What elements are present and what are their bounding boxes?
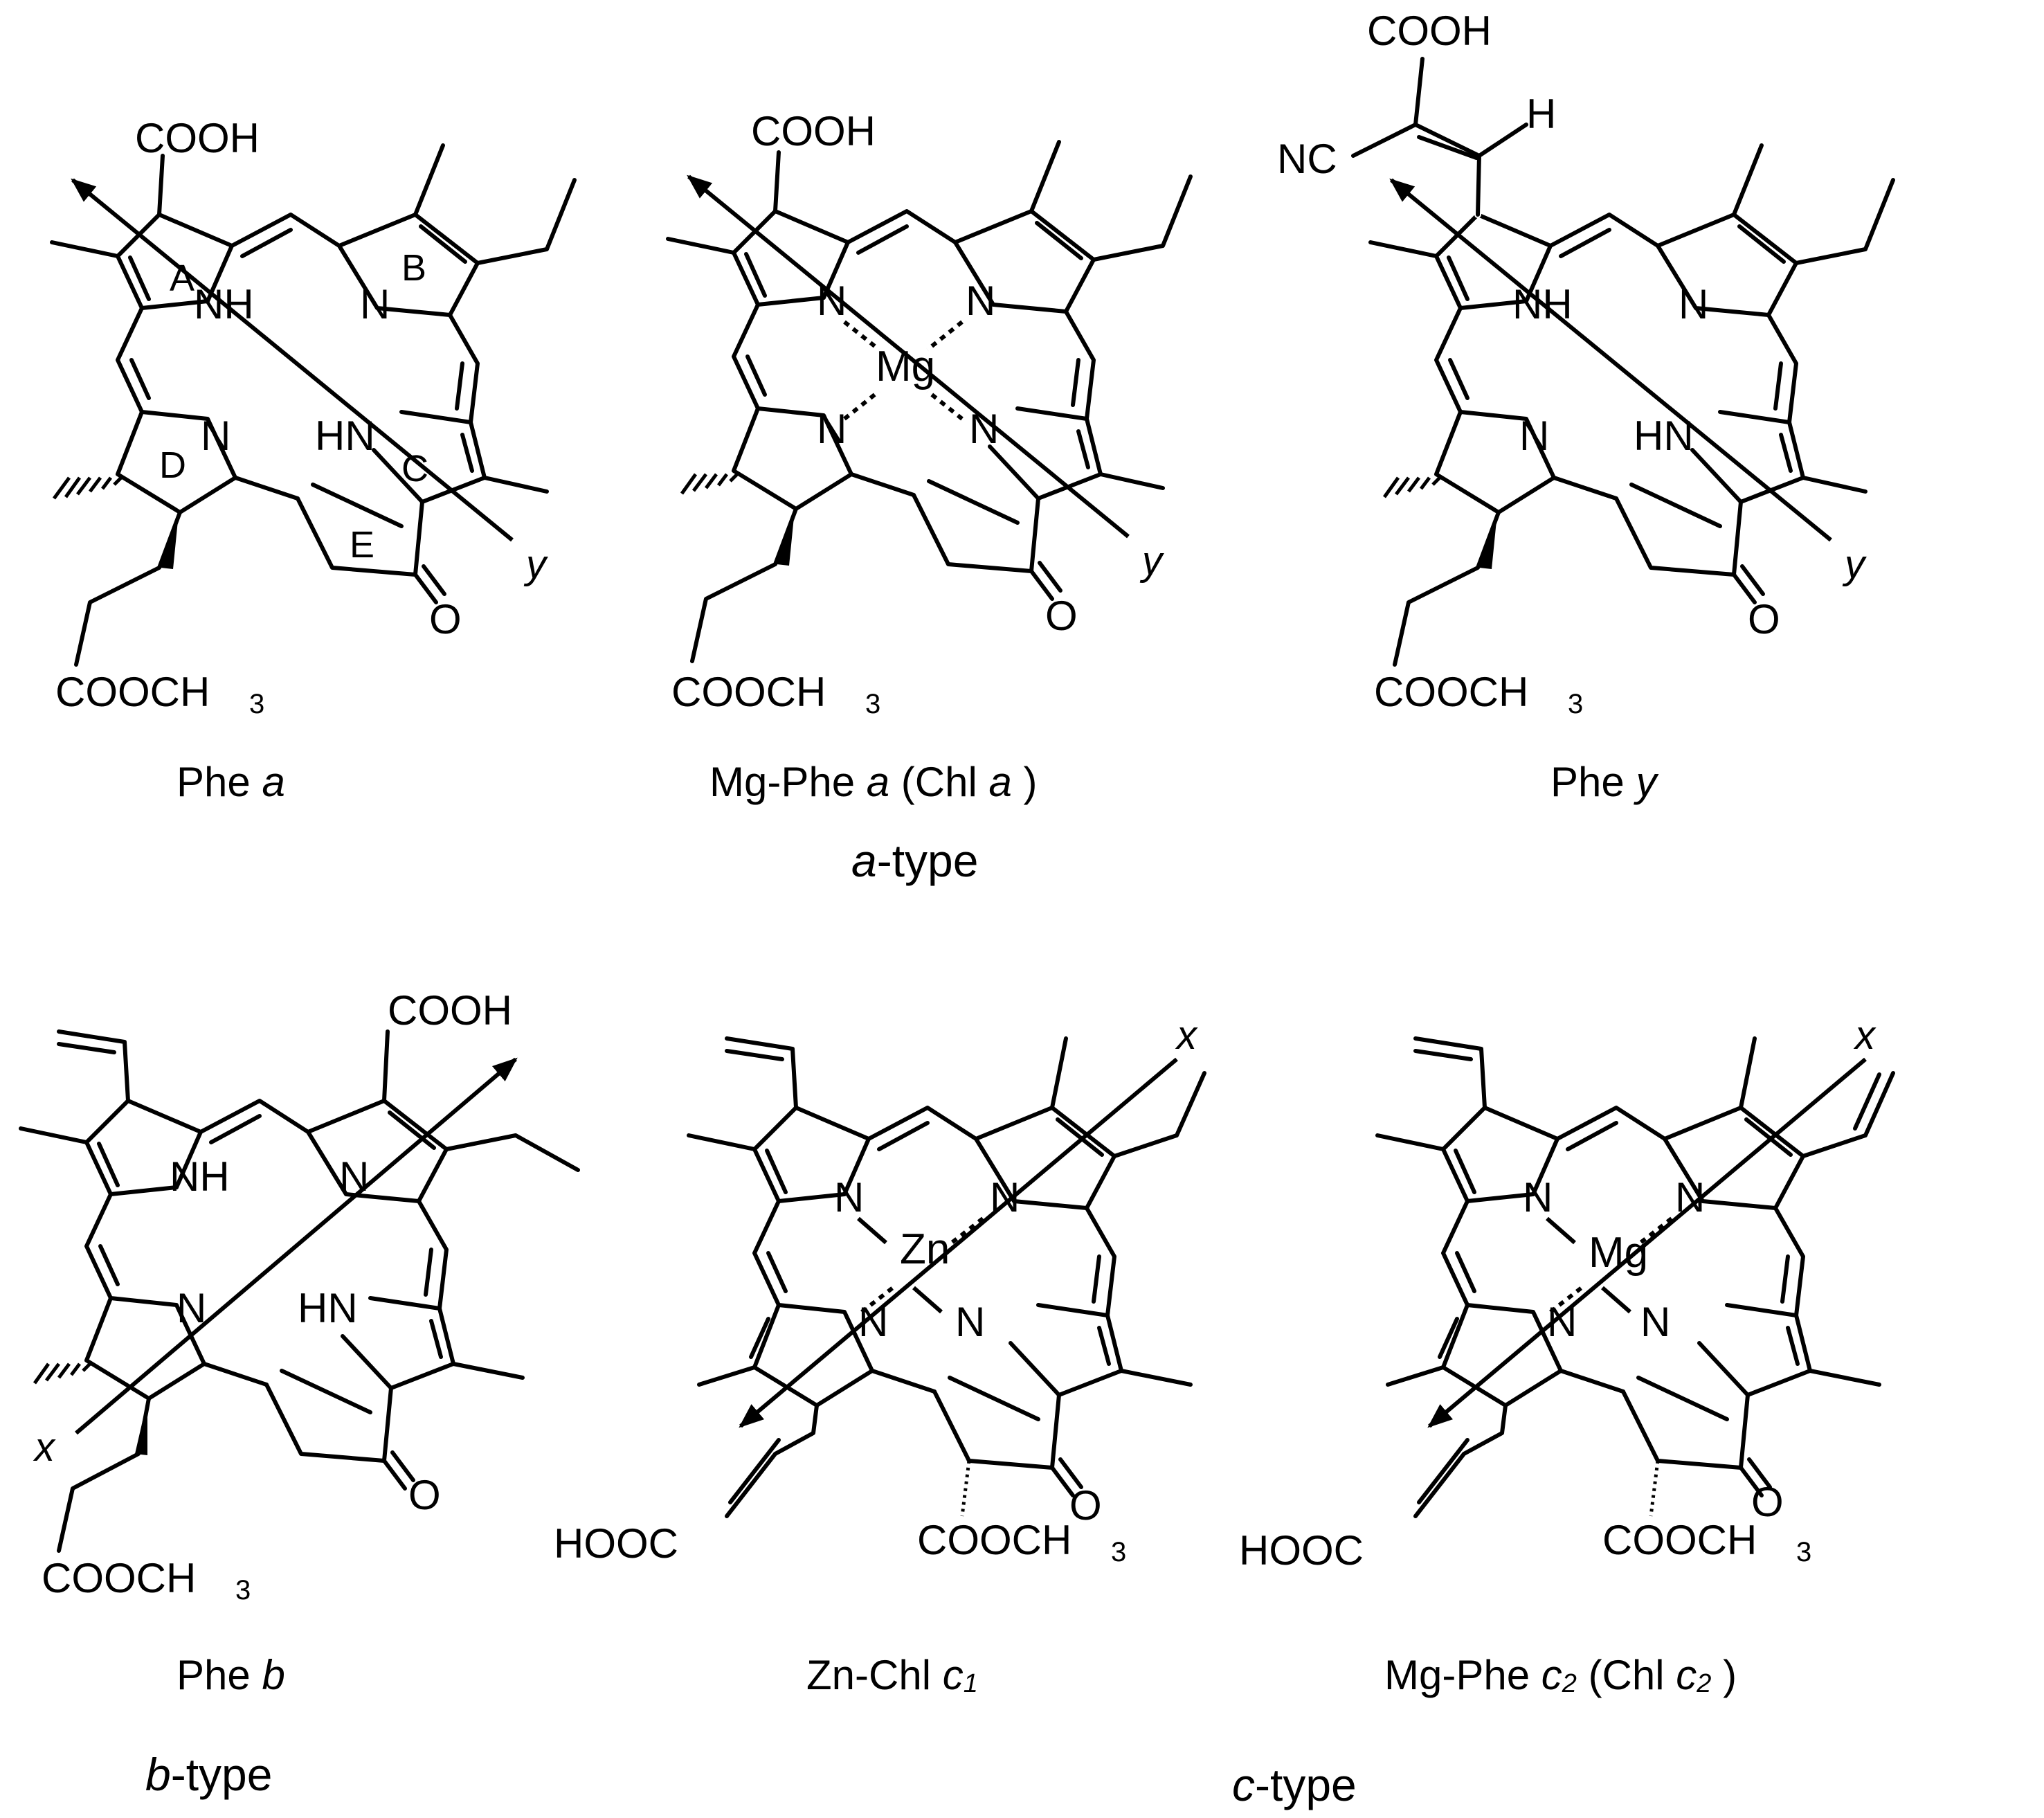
methyl-ester-subscript: 3 [249, 689, 264, 719]
caption-zn-chl-c1: Zn-Chl c1 [806, 1652, 978, 1698]
molecule-zn-chl-c1: HOOC COOCH 3 O N N N N Zn x [554, 1013, 1206, 1567]
hn-label: HN [315, 413, 375, 459]
molecule-chl-a: COOH COOCH 3 O N N N N Mg y [668, 108, 1191, 719]
carboxyl-label: HOOC [1239, 1527, 1364, 1574]
keto-oxygen-label: O [1045, 593, 1078, 639]
molecule-chl-c2: HOOC COOCH 3 O N N N N Mg x [1239, 1013, 1895, 1574]
n-label: N [817, 278, 847, 324]
n-label: N [969, 406, 999, 452]
x-axis-label: x [1175, 1013, 1198, 1058]
methyl-ester-label: COOCH [1374, 669, 1528, 715]
n-label: N [177, 1285, 206, 1331]
transition-dipole-arrow [75, 1057, 518, 1435]
n-label: N [1679, 281, 1708, 327]
caption-phe-y: Phe y [1550, 759, 1657, 805]
n-label: N [1519, 413, 1549, 459]
ring-c-label: C [401, 448, 428, 489]
y-axis-label: y [523, 542, 548, 587]
transition-dipole-arrow [1389, 178, 1832, 542]
group-label-b-type: b-type [145, 1749, 273, 1800]
n-label: N [955, 1299, 985, 1345]
group-label-a-type: a-type [851, 835, 979, 886]
ring-b-label: B [401, 247, 426, 289]
molecule-phe-b: COOH COOCH 3 O NH N N HN x [19, 987, 580, 1605]
n-label: N [1547, 1299, 1577, 1345]
transition-dipole-arrow [1427, 1057, 1867, 1428]
transition-dipole-arrow [687, 174, 1130, 539]
methyl-ester-subscript: 3 [235, 1575, 251, 1605]
ring-d-label: D [159, 444, 186, 486]
methyl-ester-label: COOCH [1602, 1517, 1757, 1563]
n-label: N [1675, 1174, 1705, 1221]
hn-label: HN [298, 1285, 358, 1331]
n-label: N [858, 1299, 888, 1345]
n-label: N [201, 413, 230, 459]
magnesium-label: Mg [1589, 1229, 1648, 1277]
caption-chl-a: Mg-Phe a (Chl a ) [709, 759, 1038, 805]
methyl-ester-label: COOCH [55, 669, 210, 715]
molecule-phe-a: COOH COOCH 3 O NH N N HN A B C D E y [52, 115, 575, 719]
methyl-ester-subscript: 3 [1796, 1537, 1811, 1567]
vinyl-h-label: H [1526, 91, 1556, 137]
caption-phe-a: Phe a [177, 759, 285, 805]
nh-label: NH [170, 1153, 230, 1200]
ring-e-label: E [350, 524, 374, 566]
n-label: N [990, 1174, 1020, 1221]
n-label: N [817, 406, 847, 452]
magnesium-label: Mg [876, 343, 935, 390]
keto-oxygen-label: O [1751, 1479, 1784, 1525]
x-axis-label: x [33, 1425, 56, 1470]
nh-label: NH [1512, 281, 1573, 327]
transition-dipole-arrow [739, 1057, 1178, 1428]
molecule-phe-y: COOH H NC COOCH 3 O NH N N HN y [1277, 8, 1893, 719]
carboxyl-label: COOH [135, 115, 260, 161]
carboxyl-label: COOH [388, 987, 512, 1034]
methyl-ester-label: COOCH [42, 1555, 196, 1601]
carboxyl-label: COOH [751, 108, 876, 154]
n-label: N [339, 1153, 369, 1200]
keto-oxygen-label: O [1069, 1482, 1102, 1529]
nh-label: NH [194, 281, 254, 327]
hn-label: HN [1634, 413, 1694, 459]
y-axis-label: y [1842, 542, 1867, 587]
ring-a-label: A [170, 258, 195, 299]
n-label: N [834, 1174, 864, 1221]
x-axis-label: x [1853, 1013, 1876, 1058]
keto-oxygen-label: O [1748, 596, 1780, 642]
methyl-ester-label: COOCH [671, 669, 826, 715]
n-label: N [360, 281, 390, 327]
keto-oxygen-label: O [429, 596, 462, 642]
carboxyl-label: COOH [1367, 8, 1492, 54]
caption-chl-c2: Mg-Phe c2 (Chl c2 ) [1384, 1652, 1737, 1698]
methyl-ester-label: COOCH [917, 1517, 1071, 1563]
methyl-ester-subscript: 3 [1568, 689, 1583, 719]
methyl-ester-subscript: 3 [865, 689, 880, 719]
cyano-label: NC [1277, 136, 1337, 182]
n-label: N [1523, 1174, 1553, 1221]
y-axis-label: y [1139, 539, 1164, 584]
zinc-label: Zn [900, 1225, 950, 1273]
caption-phe-b: Phe b [177, 1652, 285, 1698]
transition-dipole-arrow [71, 178, 514, 542]
carboxyl-label: HOOC [554, 1520, 678, 1567]
methyl-ester-subscript: 3 [1111, 1537, 1126, 1567]
n-label: N [1640, 1299, 1670, 1345]
n-label: N [966, 278, 995, 324]
keto-oxygen-label: O [408, 1472, 441, 1518]
group-label-c-type: c-type [1232, 1759, 1357, 1810]
